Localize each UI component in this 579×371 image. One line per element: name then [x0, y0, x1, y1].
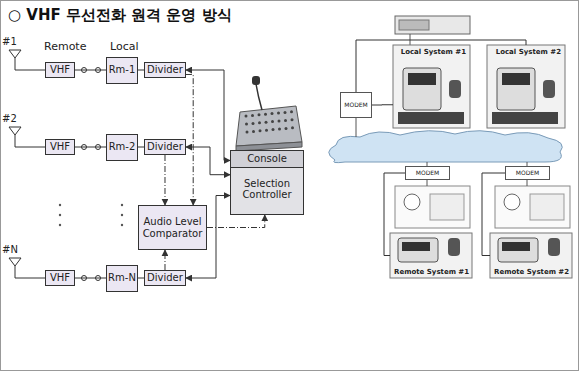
node-text: Divider	[147, 64, 183, 76]
remote-unit-box: Rm-2	[106, 134, 138, 161]
remote-unit-box: Rm-N	[106, 265, 138, 292]
antenna-number: #2	[2, 113, 17, 124]
diagram-title: ○ VHF 무선전화 원격 운영 방식	[8, 6, 232, 25]
node-text: Divider	[147, 272, 183, 284]
antenna-number: #1	[2, 36, 17, 47]
signal-line	[384, 173, 405, 256]
node-text: Divider	[147, 141, 183, 153]
console-controller-box: ConsoleSelection Controller	[230, 150, 304, 215]
mixer-console	[236, 76, 302, 151]
node-text: MODEM	[344, 102, 368, 109]
antenna-number: #N	[2, 244, 18, 255]
node-text: VHF	[50, 64, 70, 76]
node-text: Remote System #1	[394, 268, 469, 276]
signal-line	[75, 70, 106, 71]
vhf-radio-box: VHF	[45, 270, 75, 286]
remote-system-rack: Remote System #2	[490, 233, 572, 278]
signal-line	[75, 278, 106, 279]
signal-line	[356, 40, 526, 92]
node-text: MODEM	[416, 170, 440, 177]
side-label: Remote	[44, 40, 86, 53]
right-system-illustration	[329, 16, 572, 278]
signal-line	[186, 147, 230, 175]
local-system-rack: Local System #1	[393, 45, 470, 128]
signal-line	[482, 173, 505, 256]
remote-system-rack: Remote System #1	[390, 233, 472, 278]
node-text: Audio Level Comparator	[139, 216, 206, 239]
node-text: Remote System #2	[494, 268, 569, 276]
node-text: VHF	[50, 272, 70, 284]
node-text: MODEM	[516, 170, 540, 177]
line-couplers	[82, 68, 101, 281]
control-line	[164, 155, 165, 205]
node-text: Rm-N	[108, 272, 136, 284]
antenna-symbols	[9, 50, 45, 278]
node-text: Rm-2	[109, 141, 136, 153]
control-line	[207, 215, 265, 228]
local-system-rack: Local System #2	[487, 45, 565, 128]
node-text: Selection Controller	[231, 178, 303, 201]
continuation-dots	[59, 204, 123, 226]
node-text: Local System #1	[401, 48, 466, 56]
node-text: VHF	[50, 141, 70, 153]
node-text: Rm-1	[109, 64, 136, 76]
remote-unit-box: Rm-1	[106, 57, 138, 84]
modem-box: MODEM	[340, 92, 372, 118]
signal-line	[372, 104, 393, 105]
divider-box: Divider	[144, 62, 186, 78]
modem-box: MODEM	[505, 166, 550, 180]
modem-box: MODEM	[405, 166, 450, 180]
node-text: Console	[231, 151, 303, 168]
side-label: Local	[110, 40, 139, 53]
vhf-radio-box: VHF	[45, 62, 75, 78]
vhf-radio-box: VHF	[45, 139, 75, 155]
control-line	[186, 74, 193, 205]
divider-box: Divider	[144, 270, 186, 286]
control-line	[164, 250, 165, 270]
signal-line	[75, 147, 106, 148]
comparator-box: Audio Level Comparator	[138, 205, 207, 250]
divider-box: Divider	[144, 139, 186, 155]
node-text: Local System #2	[496, 48, 561, 56]
